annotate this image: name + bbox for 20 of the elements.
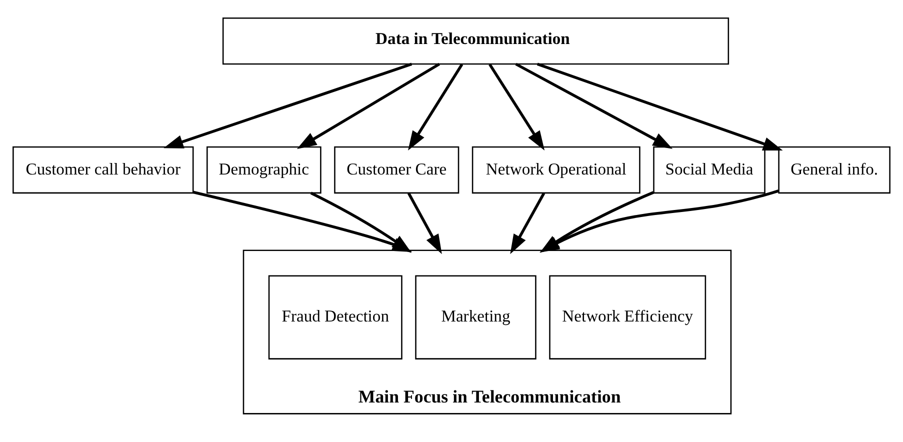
arrow — [407, 192, 442, 254]
arrow — [164, 62, 412, 148]
node-box: General info. — [778, 146, 890, 194]
arrow — [540, 190, 779, 252]
node-box: Marketing — [415, 275, 536, 360]
arrow — [510, 192, 546, 254]
node-box: Data in Telecommunication — [222, 17, 730, 65]
node-box: Social Media — [653, 146, 766, 194]
node-box: Network Efficiency — [549, 275, 706, 360]
arrow — [515, 62, 673, 149]
node-box: Network Operational — [472, 146, 640, 194]
arrow — [536, 62, 783, 151]
node-box: Fraud Detection — [268, 275, 402, 360]
arrow — [296, 62, 440, 149]
node-box: Customer Care — [334, 146, 460, 194]
arrow — [540, 191, 654, 253]
arrow — [408, 64, 464, 151]
node-box: Demographic — [206, 146, 322, 194]
node-box: Customer call behavior — [12, 146, 194, 194]
arrow — [488, 64, 545, 150]
